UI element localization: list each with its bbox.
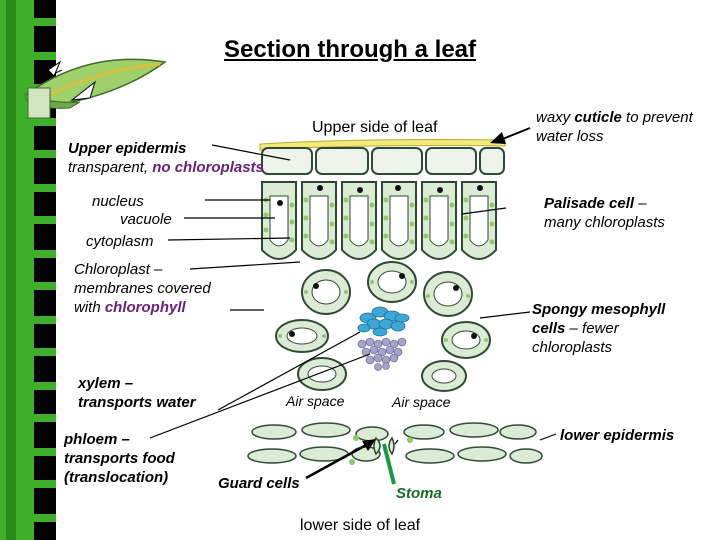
stoma-label: Stoma xyxy=(396,485,442,502)
nucleus-label: nucleus xyxy=(92,193,144,210)
upper-epidermis-cells xyxy=(261,147,505,175)
guard-cells-arrow xyxy=(305,439,376,480)
palisade-label: Palisade cell – many chloroplasts xyxy=(544,195,665,231)
cuticle-layer xyxy=(259,139,506,151)
upper-side-label: Upper side of leaf xyxy=(312,119,438,136)
chloroplast-label: Chloroplast – membranes covered with chl… xyxy=(74,261,211,316)
lower-side-label: lower side of leaf xyxy=(300,517,421,534)
upper-epidermis-label: Upper epidermis transparent, no chloropl… xyxy=(68,140,264,176)
lower-epidermis-label: lower epidermis xyxy=(560,427,675,444)
phloem-label: phloem –transports food(translocation) xyxy=(64,431,175,486)
page-title: Section through a leaf xyxy=(223,36,477,63)
vacuole-label: vacuole xyxy=(120,211,172,228)
spongy-mesophyll-cells xyxy=(275,261,491,392)
guard-cell-shapes xyxy=(373,436,395,456)
phloem-cluster xyxy=(357,337,407,371)
spongy-mesophyll-label: Spongy mesophyll cells – fewer chloropla… xyxy=(532,301,666,356)
cytoplasm-label: cytoplasm xyxy=(86,233,154,250)
cuticle-arrow xyxy=(490,127,531,144)
palisade-layer xyxy=(261,181,497,260)
lower-epidermis-cells xyxy=(247,422,543,464)
pointer-lines xyxy=(149,144,557,445)
xylem-cluster xyxy=(357,306,410,337)
leaf-thumbnail xyxy=(25,58,167,119)
air-space-label-1: Air space xyxy=(286,393,345,409)
stoma-pointer xyxy=(382,443,396,485)
air-space-label-2: Air space xyxy=(392,394,451,410)
cuticle-label: waxy cuticle to prevent water loss xyxy=(536,109,693,145)
xylem-label: xylem –transports water xyxy=(78,375,196,411)
guard-cells-label: Guard cells xyxy=(218,475,300,492)
